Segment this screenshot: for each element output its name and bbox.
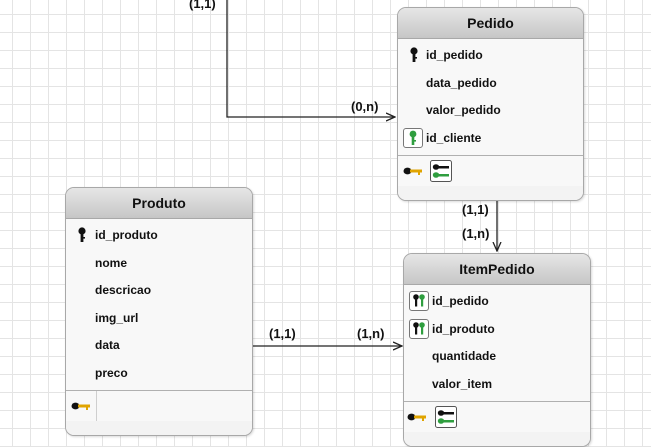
entity-produto[interactable]: Produto id_produto nome descricao img_ur… [65,187,253,436]
field-label: id_produto [432,321,495,336]
cardinality-label: (0,n) [351,99,379,114]
field-row[interactable]: preco [66,360,252,388]
field-row[interactable]: data_pedido [398,70,583,98]
entity-bottom [66,421,252,435]
field-row[interactable]: descricao [66,277,252,305]
field-row[interactable]: valor_item [404,371,590,399]
cardinality-label: (1,1) [189,0,216,11]
cliente-pedido-line [226,0,395,117]
footer-divider [96,391,97,421]
entity-title: ItemPedido [404,254,590,285]
key-icon [409,291,429,311]
entity-title: Produto [66,188,252,219]
field-row[interactable]: valor_pedido [398,97,583,125]
field-label: valor_item [432,376,493,391]
key-icon [78,227,86,242]
field-row[interactable]: id_cliente [398,125,583,153]
cardinality-label: (1,1) [462,202,489,217]
field-label: preco [95,365,128,380]
field-label: id_pedido [426,48,483,62]
field-row[interactable]: img_url [66,305,252,333]
index-icon [435,406,457,428]
field-row[interactable]: nome [66,250,252,278]
entity-bottom [404,432,590,446]
field-label: nome [95,255,128,270]
key-icon [407,413,426,421]
key-icon [410,47,418,62]
field-label: id_pedido [432,294,489,308]
field-label: quantidade [432,349,497,363]
field-row[interactable]: id_pedido [404,288,590,316]
field-label: valor_pedido [426,103,501,117]
field-row[interactable]: id_pedido [398,42,583,70]
entity-bottom [398,186,583,200]
cardinality-label: (1,n) [462,226,490,241]
key-icon [409,318,429,339]
field-row[interactable]: id_produto [66,222,252,250]
field-label: data [95,338,120,352]
entity-pedido[interactable]: Pedido id_pedido data_pedido valor_pedid… [397,7,584,201]
entity-footer [398,156,583,186]
foreign-key-icon [403,127,423,148]
field-row[interactable]: quantidade [404,343,590,371]
entity-itempedido[interactable]: ItemPedido id_pedido id_produto quantida… [403,253,591,447]
key-icon [71,402,90,410]
entity-title: Pedido [398,8,583,39]
field-row[interactable]: id_produto [404,316,590,344]
field-label: data_pedido [426,75,497,90]
cardinality-label: (1,n) [357,326,385,341]
entity-footer [404,402,590,432]
field-label: descricao [95,283,152,297]
field-label: id_cliente [426,130,482,145]
entity-footer [66,391,252,421]
index-icon [430,160,452,182]
field-row[interactable]: data [66,332,252,360]
field-label: img_url [95,310,139,325]
cardinality-label: (1,1) [269,326,296,341]
key-icon [403,167,422,175]
field-label: id_produto [95,228,158,242]
